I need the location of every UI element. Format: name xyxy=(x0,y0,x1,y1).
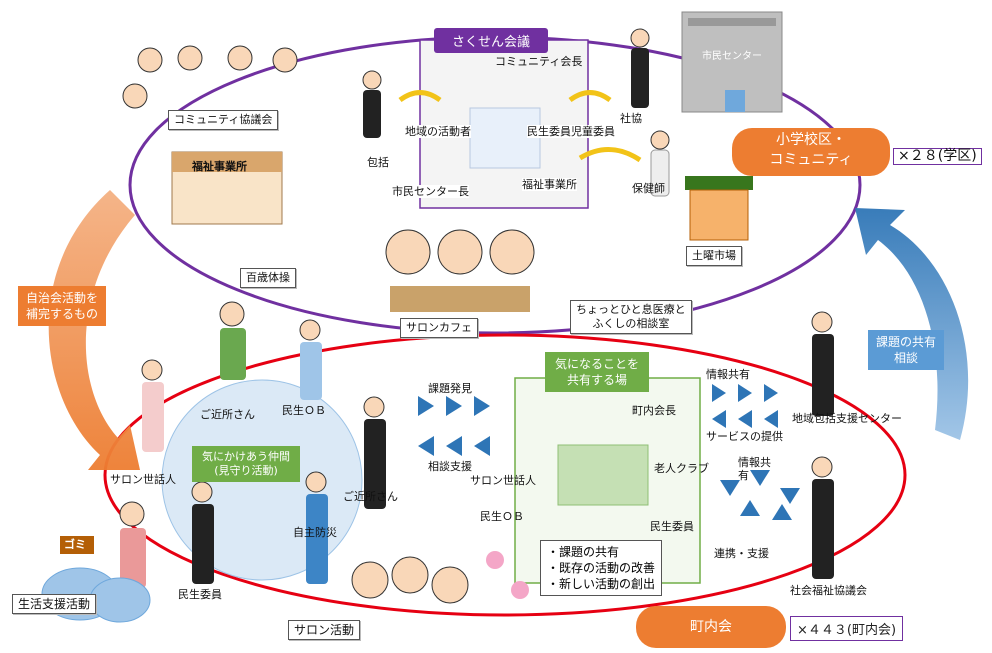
chonaikai-count: ×４４３(町内会) xyxy=(790,616,904,641)
label-chonaikai-chair: 町内会長 xyxy=(632,404,676,417)
flow-arrows-info xyxy=(712,384,778,402)
label-local-activist: 地域の活動者 xyxy=(405,125,471,138)
label-bousai: 自主防災 xyxy=(293,526,337,539)
label-minsei-ob: 民生ＯＢ xyxy=(282,404,326,417)
label-salon-host-2: サロン世話人 xyxy=(470,474,536,487)
person-shakyo-council xyxy=(811,456,834,579)
share-list-item-2: ・既存の活動の改善 xyxy=(547,561,656,575)
civic-center-building xyxy=(681,11,783,113)
node-community-council: コミュニティ協議会 xyxy=(168,110,279,130)
salon-activity-label: サロン活動 xyxy=(288,620,361,640)
watch-group-label: 気にかけあう仲間 (見守り活動) xyxy=(192,446,300,482)
person-shakyo xyxy=(630,28,650,108)
flow-arrows-cooperation xyxy=(720,470,800,520)
label-minsei-2: 民生委員 xyxy=(650,520,694,533)
person-houkatsu xyxy=(362,70,382,138)
share-table xyxy=(557,444,649,506)
person-minsei-ob xyxy=(299,319,322,400)
label-rojin-club: 老人クラブ xyxy=(654,462,709,475)
arrow-shakyo xyxy=(568,90,612,103)
people-figures xyxy=(119,28,834,588)
flow-arrows-consult xyxy=(418,436,490,456)
right-arrow-label: 課題の共有 相談 xyxy=(868,330,945,370)
flow-label-cooperation: 連携・支援 xyxy=(714,547,769,560)
neighborhood-ellipse xyxy=(103,333,907,617)
life-support-label: 生活支援活動 xyxy=(12,594,97,614)
person-minsei xyxy=(191,481,214,584)
node-consultation-room: ちょっとひと息医療と ふくしの相談室 xyxy=(570,300,692,334)
school-district-count: ×２８(学区) xyxy=(893,148,982,165)
label-neighbor-2: ご近所さん xyxy=(343,490,398,503)
right-blue-arrow xyxy=(855,208,969,440)
label-minsei-ob-2: 民生ＯＢ xyxy=(480,510,524,523)
school-district-pill: 小学校区・ コミュニティ xyxy=(732,128,890,176)
welfare-facility-building xyxy=(171,151,283,225)
share-list-item-1: ・課題の共有 xyxy=(547,545,620,559)
flow-arrows-discovery xyxy=(418,396,490,416)
left-orange-arrow xyxy=(48,190,140,470)
label-shakyo-council: 社会福祉協議会 xyxy=(790,584,867,597)
person-hokenshi xyxy=(650,130,670,197)
label-welfare-commissioner: 民生委員児童委員 xyxy=(527,125,615,138)
share-list-item-3: ・新しい活動の創出 xyxy=(547,577,656,591)
flow-label-discovery: 課題発見 xyxy=(428,382,472,395)
flow-label-service: サービスの提供 xyxy=(706,430,783,443)
label-community-chair: コミュニティ会長 xyxy=(495,55,583,68)
left-arrow-label: 自治会活動を 補完するもの xyxy=(18,286,107,326)
node-hyakusai-taiso: 百歳体操 xyxy=(240,268,296,288)
salon-activity-scene xyxy=(351,551,529,604)
person-bousai xyxy=(305,471,328,584)
label-houkatsu-center: 地域包括支援センター xyxy=(792,412,902,425)
node-salon-cafe: サロンカフェ xyxy=(400,318,478,338)
flow-label-info-2: 情報共 有 xyxy=(738,456,771,482)
arrow-houkatsu xyxy=(398,90,442,103)
chonaikai-pill: 町内会 xyxy=(636,606,786,648)
label-center-head: 市民センター長 xyxy=(392,185,469,198)
flow-label-consult: 相談支援 xyxy=(428,460,472,473)
label-hokenshi: 保健師 xyxy=(632,182,665,195)
node-saturday-market: 土曜市場 xyxy=(686,246,742,266)
label-salon-host: サロン世話人 xyxy=(110,473,176,486)
meeting-table xyxy=(469,107,541,169)
label-shakyo: 社協 xyxy=(620,112,642,125)
sakusen-meeting-banner: さくせん会議 xyxy=(434,28,549,53)
person-salon-host xyxy=(141,359,164,452)
person-neighbor-2 xyxy=(363,396,386,509)
node-welfare-facility: 福祉事業所 xyxy=(192,160,247,173)
share-list: ・課題の共有 ・既存の活動の改善 ・新しい活動の創出 xyxy=(540,540,663,596)
flow-arrows-service xyxy=(712,410,778,428)
person-life-support xyxy=(119,501,146,588)
community-group xyxy=(122,45,298,109)
label-houkatsu: 包括 xyxy=(367,156,389,169)
salon-cafe-scene xyxy=(385,229,535,312)
civic-center-sign: 市民センター xyxy=(702,51,762,62)
label-neighbor-1: ご近所さん xyxy=(200,408,255,421)
garbage-sign: ゴミ xyxy=(64,538,86,551)
person-neighbor-1 xyxy=(219,301,246,380)
market-stall xyxy=(685,176,753,241)
flow-label-info: 情報共有 xyxy=(706,368,750,381)
person-houkatsu-center xyxy=(811,311,834,416)
label-minsei: 民生委員 xyxy=(178,588,222,601)
label-welfare-office-meeting: 福祉事業所 xyxy=(522,178,577,191)
arrow-hokenshi xyxy=(578,147,642,163)
share-place-label: 気になることを 共有する場 xyxy=(545,352,650,392)
